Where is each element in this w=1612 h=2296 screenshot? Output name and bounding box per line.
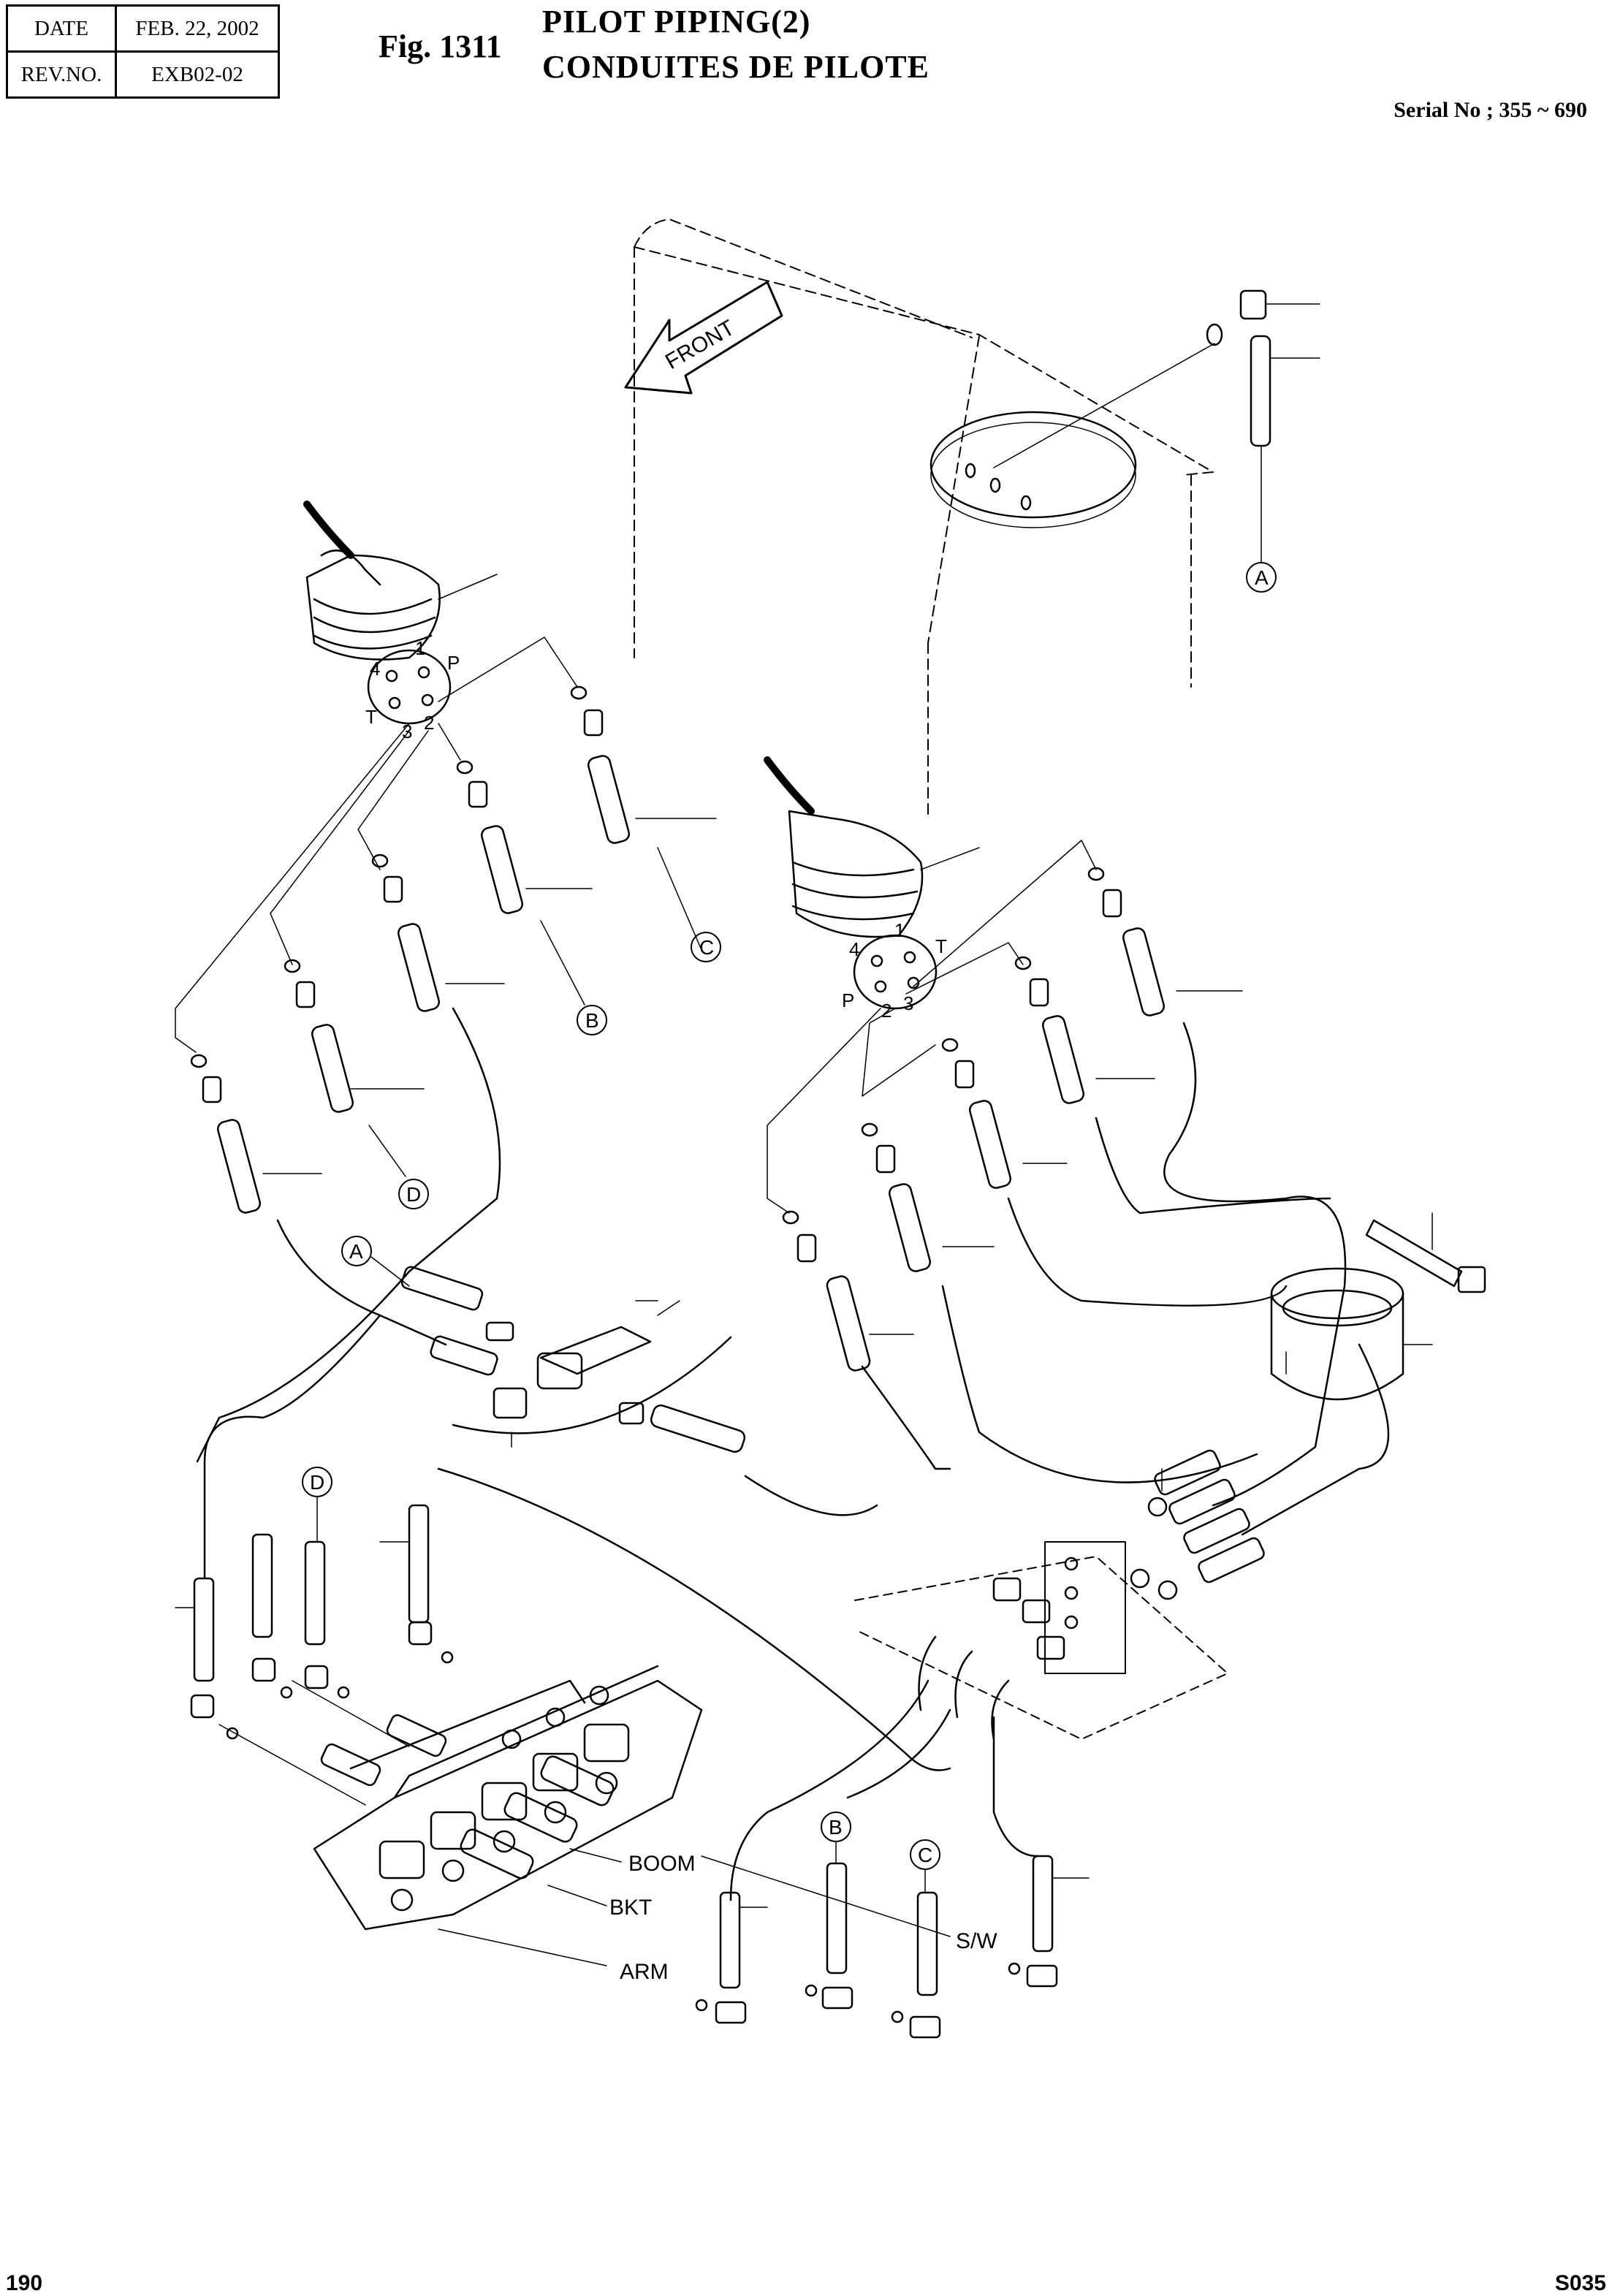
label-arm: ARM xyxy=(620,1960,669,1984)
label-bkt: BKT xyxy=(609,1896,652,1920)
right-port-t: T xyxy=(935,935,947,957)
left-joystick: 1 P 4 T 3 2 xyxy=(303,501,498,742)
front-arrow: FRONT xyxy=(624,281,783,395)
right-hoses xyxy=(782,867,1243,1372)
left-port-1: 1 xyxy=(415,637,425,659)
left-port-4: 4 xyxy=(370,658,380,680)
fitting-a-top: A xyxy=(993,289,1320,593)
hose-guide-ring xyxy=(1270,1267,1433,1401)
figure-title-fr: CONDUITES DE PILOTE xyxy=(542,49,930,85)
seat-disc xyxy=(929,411,1137,528)
rev-label: REV.NO. xyxy=(6,50,117,99)
left-port-t: T xyxy=(365,706,377,728)
right-port-1: 1 xyxy=(894,919,905,941)
left-port-2: 2 xyxy=(424,712,434,734)
routed-hose-bundle xyxy=(196,1022,1390,1901)
figure-title-en: PILOT PIPING(2) xyxy=(542,4,811,39)
control-valve: BOOM BKT S/W ARM xyxy=(218,1665,997,1984)
ref-c-left: C xyxy=(699,936,714,959)
page-number: 190 xyxy=(6,2271,43,2295)
date-label: DATE xyxy=(6,4,117,53)
date-value: FEB. 22, 2002 xyxy=(115,4,280,53)
revision-header-table: DATE FEB. 22, 2002 REV.NO. EXB02-02 xyxy=(6,4,280,99)
right-port-2: 2 xyxy=(881,1000,891,1022)
leader-lines xyxy=(175,636,1097,1214)
label-boom: BOOM xyxy=(628,1852,696,1876)
right-port-4: 4 xyxy=(849,938,859,960)
right-port-p: P xyxy=(842,989,854,1011)
left-port-p: P xyxy=(447,652,460,674)
figure-number: Fig. 1311 xyxy=(379,28,502,64)
ref-d-bottom: D xyxy=(310,1471,324,1494)
rev-value: EXB02-02 xyxy=(115,50,280,99)
right-joystick: 1 T 4 P 2 3 xyxy=(764,756,980,1022)
cable-tie xyxy=(1365,1212,1486,1293)
center-tee-block: A xyxy=(341,1236,746,1453)
control-valve-hoses: D xyxy=(175,1467,454,1740)
ref-c-bottom: C xyxy=(918,1844,932,1866)
label-sw: S/W xyxy=(956,1929,997,1953)
ref-d-left: D xyxy=(406,1183,421,1206)
serial-range: Serial No ; 355 ~ 690 xyxy=(1394,98,1587,122)
seat-frame xyxy=(634,218,1214,819)
bottom-hoses: B C xyxy=(695,1812,1090,2039)
document-code: S035 xyxy=(1554,2271,1606,2295)
right-port-3: 3 xyxy=(903,992,913,1014)
ref-b-left: B xyxy=(585,1009,599,1032)
swivel-bracket xyxy=(854,1449,1265,1741)
left-hoses: C B D xyxy=(190,685,721,1346)
ref-a-center: A xyxy=(349,1240,363,1263)
ref-b-bottom: B xyxy=(829,1816,843,1839)
ref-a-top: A xyxy=(1255,566,1269,589)
